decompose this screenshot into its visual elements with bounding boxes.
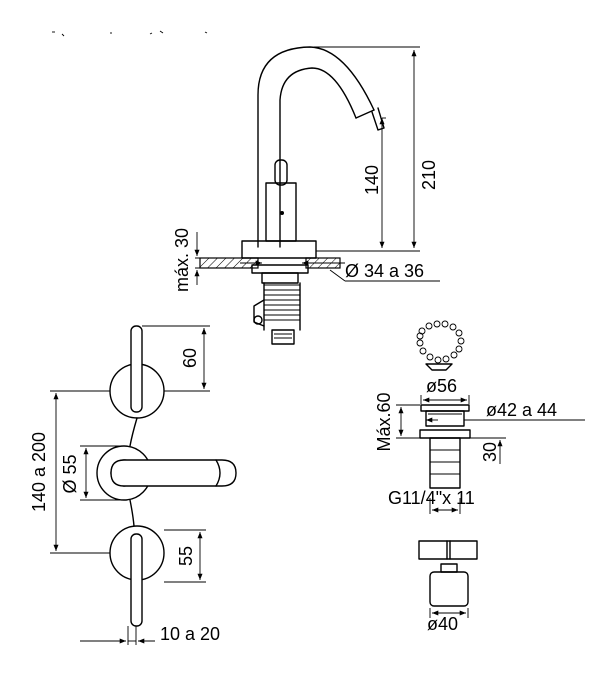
dim-140-200: 140 a 200 [29, 432, 49, 512]
drain-assembly [416, 320, 471, 489]
dim-deck-hole: Ø 34 a 36 [345, 261, 424, 281]
dim-210: 210 [419, 160, 439, 190]
wall-mixer-dimensions: 60 140 a 200 Ø 55 55 10 a 20 [29, 325, 220, 645]
drain-dimensions: ø56 Máx.60 ø42 a 44 30 G11/4"x 11 [374, 376, 585, 514]
dim-drain-30: 30 [480, 442, 500, 462]
dim-55: 55 [176, 546, 196, 566]
dim-wall-offset: 10 a 20 [160, 624, 220, 644]
dim-drain-max: Máx.60 [374, 392, 394, 451]
dim-spout-dia: Ø 55 [60, 454, 80, 493]
dim-knob-dia: ø40 [427, 614, 458, 634]
dim-max-30: máx. 30 [172, 228, 192, 292]
dim-140: 140 [362, 165, 382, 195]
knob-detail: ø40 [418, 540, 478, 634]
dim-drain-dia: ø56 [426, 376, 457, 396]
top-marks [52, 30, 208, 37]
dim-drain-thread: G11/4"x 11 [388, 488, 475, 508]
dim-drain-hole: ø42 a 44 [486, 400, 557, 420]
faucet-dimensions: 210 140 máx. 30 Ø 34 a 36 [172, 46, 440, 292]
faucet-side-view [199, 46, 385, 345]
wall-mixer-front-view [96, 325, 237, 645]
dim-60: 60 [180, 348, 200, 368]
